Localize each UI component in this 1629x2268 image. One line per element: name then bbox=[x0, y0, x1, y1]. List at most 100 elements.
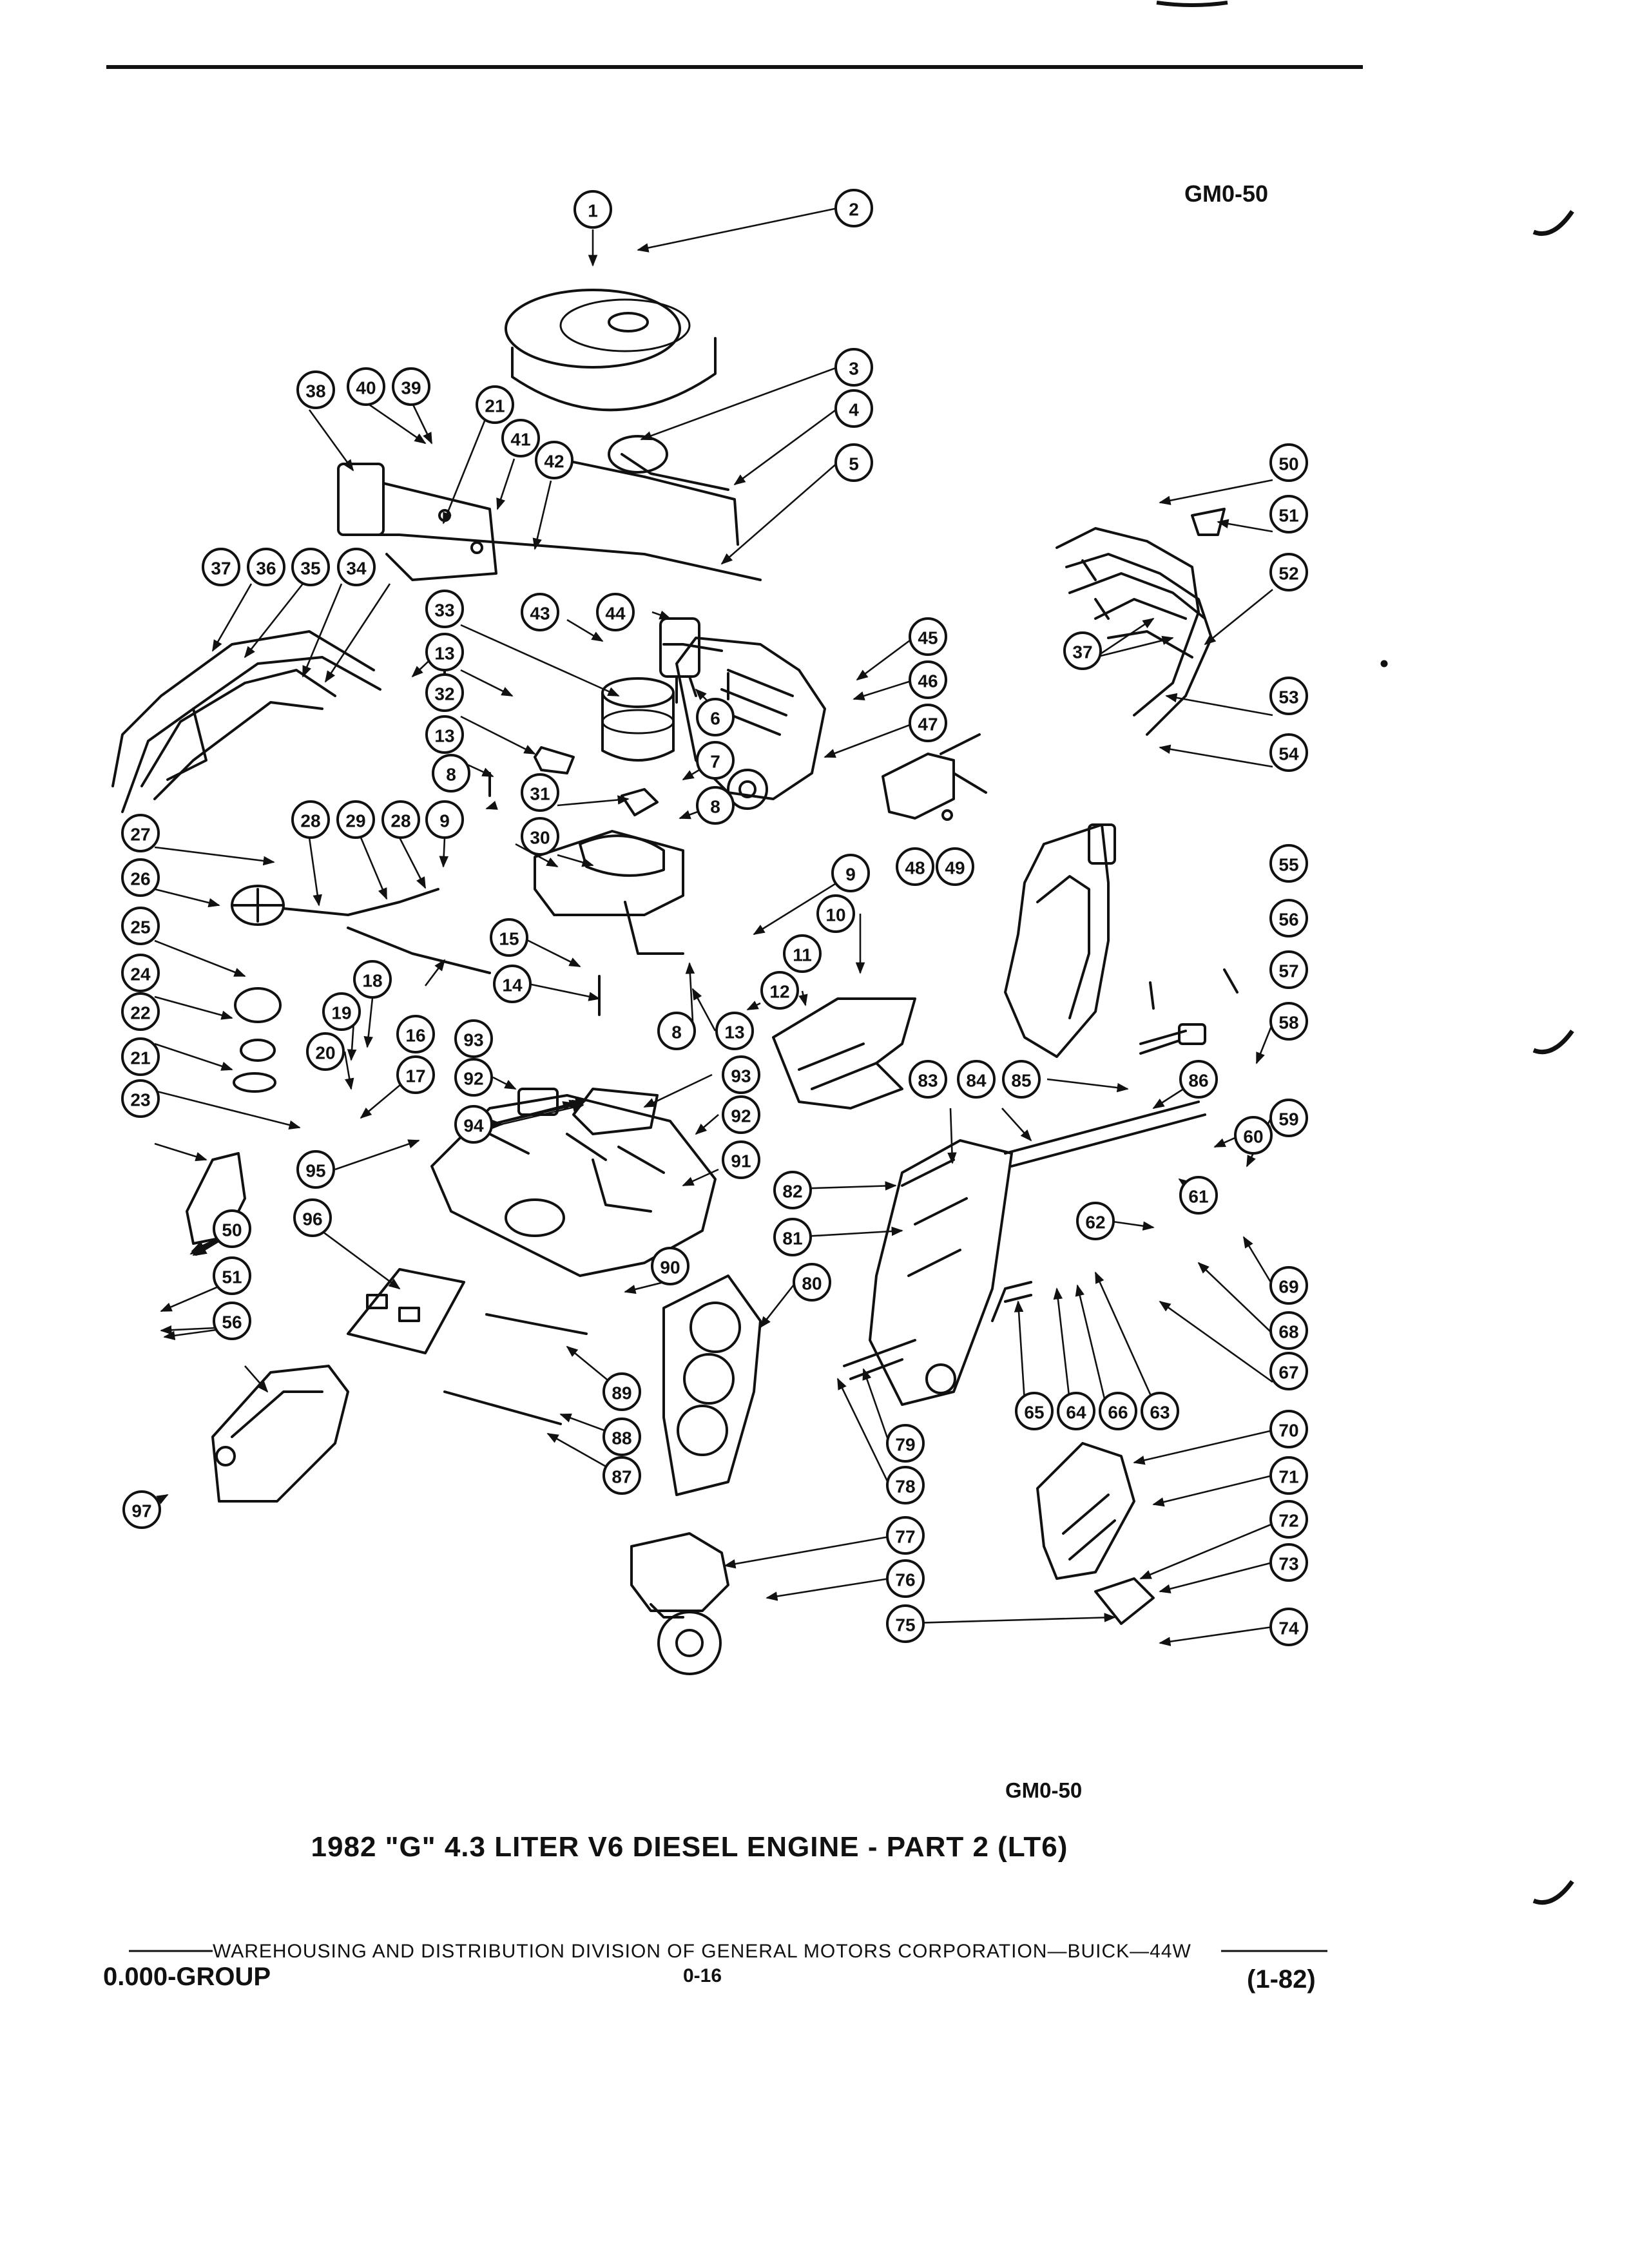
callout-number: 61 bbox=[1188, 1187, 1208, 1207]
callout-37-b: 37 bbox=[1063, 631, 1102, 670]
callout-number: 77 bbox=[895, 1527, 915, 1547]
callout-75: 75 bbox=[886, 1604, 925, 1643]
callout-13-a: 13 bbox=[425, 633, 464, 671]
pump-rear-parts bbox=[882, 733, 987, 821]
callout-88: 88 bbox=[602, 1418, 641, 1456]
publisher-line: WAREHOUSING AND DISTRIBUTION DIVISION OF… bbox=[213, 1941, 1191, 1962]
callout-number: 31 bbox=[530, 784, 550, 804]
callout-14: 14 bbox=[493, 965, 532, 1003]
callout-number: 96 bbox=[302, 1209, 322, 1229]
callout-number: 14 bbox=[502, 975, 523, 995]
callout-number: 56 bbox=[1278, 910, 1298, 930]
callout-number: 40 bbox=[356, 378, 376, 398]
callout-number: 25 bbox=[130, 918, 150, 937]
callout-number: 55 bbox=[1278, 855, 1298, 875]
group-label: 0.000-GROUP bbox=[103, 1963, 271, 1991]
rocker-shaft-and-valves bbox=[843, 1100, 1206, 1380]
callout-number: 56 bbox=[222, 1312, 242, 1332]
callout-50-b: 50 bbox=[213, 1209, 251, 1248]
callout-65: 65 bbox=[1015, 1392, 1054, 1430]
callout-28-b: 28 bbox=[381, 800, 420, 839]
page-rules bbox=[106, 1, 1574, 1952]
callout-58: 58 bbox=[1269, 1002, 1308, 1041]
callout-85: 85 bbox=[1002, 1060, 1041, 1099]
callout-43: 43 bbox=[521, 593, 559, 631]
callout-number: 38 bbox=[305, 381, 325, 401]
callout-19: 19 bbox=[322, 992, 361, 1031]
callout-59: 59 bbox=[1269, 1099, 1308, 1137]
callout-number: 22 bbox=[130, 1003, 150, 1023]
callout-number: 28 bbox=[390, 811, 410, 831]
callout-number: 8 bbox=[671, 1023, 682, 1043]
callout-number: 65 bbox=[1024, 1403, 1044, 1423]
callout-56-a: 56 bbox=[1269, 899, 1308, 937]
callout-number: 66 bbox=[1108, 1403, 1128, 1423]
fuel-return-hoses bbox=[443, 1313, 588, 1425]
valve-cover-left bbox=[211, 1365, 349, 1503]
callout-8-c: 8 bbox=[657, 1012, 696, 1050]
callout-8-a: 8 bbox=[696, 786, 735, 825]
callout-25: 25 bbox=[121, 907, 160, 945]
callout-number: 13 bbox=[724, 1023, 744, 1043]
callout-69: 69 bbox=[1269, 1266, 1308, 1305]
fuel-lines-top bbox=[372, 453, 762, 581]
callout-number: 37 bbox=[211, 559, 231, 579]
callout-number: 89 bbox=[612, 1383, 631, 1403]
callout-21-a: 21 bbox=[476, 385, 514, 424]
callout-82: 82 bbox=[773, 1171, 812, 1209]
callout-11: 11 bbox=[783, 934, 822, 973]
callout-number: 3 bbox=[849, 359, 859, 379]
callout-61: 61 bbox=[1179, 1176, 1218, 1215]
callout-number: 93 bbox=[463, 1030, 483, 1050]
vacuum-lines bbox=[282, 888, 491, 974]
callout-number: 92 bbox=[731, 1106, 751, 1126]
callout-15: 15 bbox=[490, 918, 528, 957]
callout-9-b: 9 bbox=[831, 854, 870, 892]
valley-cover bbox=[772, 997, 916, 1110]
callout-87: 87 bbox=[602, 1456, 641, 1495]
exhaust-manifold bbox=[1036, 1442, 1155, 1625]
callout-number: 91 bbox=[731, 1151, 751, 1171]
callout-33: 33 bbox=[425, 590, 464, 628]
callout-4: 4 bbox=[834, 389, 873, 428]
callout-54: 54 bbox=[1269, 733, 1308, 772]
callout-77: 77 bbox=[886, 1516, 925, 1555]
callout-number: 63 bbox=[1150, 1403, 1170, 1423]
callout-49: 49 bbox=[936, 847, 974, 886]
callout-number: 45 bbox=[918, 628, 938, 648]
callout-number: 94 bbox=[463, 1116, 484, 1136]
callout-84: 84 bbox=[957, 1060, 996, 1099]
callout-27: 27 bbox=[121, 814, 160, 852]
callout-number: 95 bbox=[305, 1161, 325, 1181]
figure-code-footer: GM0-50 bbox=[1005, 1778, 1083, 1802]
callout-number: 80 bbox=[802, 1274, 822, 1294]
callout-44: 44 bbox=[596, 593, 635, 631]
callout-5: 5 bbox=[834, 443, 873, 482]
callout-81: 81 bbox=[773, 1218, 812, 1256]
callout-number: 32 bbox=[434, 684, 454, 704]
callout-number: 62 bbox=[1085, 1213, 1105, 1233]
callout-86: 86 bbox=[1179, 1060, 1218, 1099]
callout-number: 5 bbox=[849, 454, 859, 474]
callout-number: 46 bbox=[918, 671, 938, 691]
callout-number: 92 bbox=[463, 1069, 483, 1089]
callout-66: 66 bbox=[1099, 1392, 1137, 1430]
callout-71: 71 bbox=[1269, 1456, 1308, 1495]
callout-number: 15 bbox=[499, 929, 519, 949]
callout-number: 71 bbox=[1278, 1467, 1298, 1487]
callout-number: 35 bbox=[300, 559, 320, 579]
callout-number: 75 bbox=[895, 1615, 915, 1635]
engine-part-drawings bbox=[111, 289, 1239, 1675]
callout-number: 1 bbox=[588, 201, 598, 221]
callout-6: 6 bbox=[696, 698, 735, 736]
callout-92-a: 92 bbox=[454, 1058, 493, 1097]
callout-17: 17 bbox=[396, 1055, 435, 1094]
callout-number: 20 bbox=[315, 1043, 335, 1063]
callout-number: 34 bbox=[346, 559, 367, 579]
callout-number: 83 bbox=[918, 1071, 938, 1091]
callout-52: 52 bbox=[1269, 553, 1308, 591]
callout-41: 41 bbox=[501, 419, 540, 457]
callout-73: 73 bbox=[1269, 1543, 1308, 1582]
callout-number: 50 bbox=[1278, 454, 1298, 474]
callout-20: 20 bbox=[306, 1032, 345, 1071]
